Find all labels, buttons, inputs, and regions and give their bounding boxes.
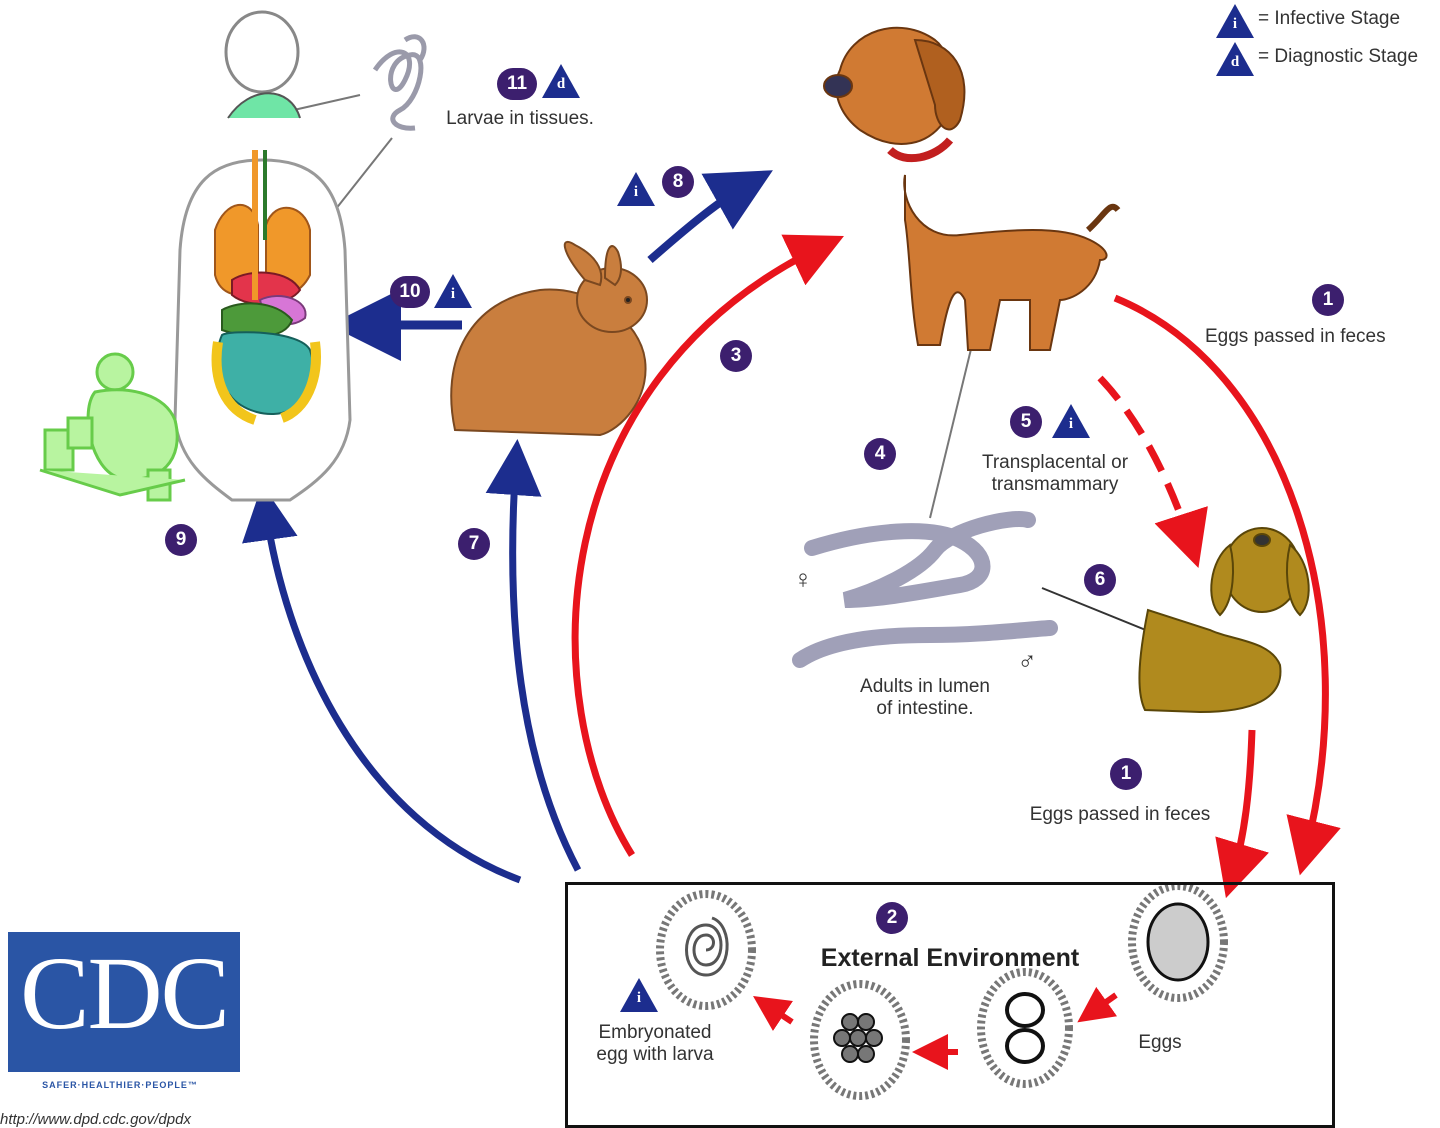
arrow-ingestion-rabbit	[485, 439, 582, 872]
step-4-badge: 4	[864, 438, 896, 470]
arrow-transplacental	[1097, 375, 1208, 568]
rabbit-illustration	[450, 240, 648, 437]
arrow-ingestion-dog	[571, 234, 844, 857]
cdc-tagline: SAFER·HEALTHIER·PEOPLE™	[42, 1080, 198, 1090]
transplacental-label-line2: transmammary	[991, 474, 1119, 495]
legend-diagnostic-icon: d	[1216, 42, 1254, 76]
diagnostic-stage-icon: d	[542, 64, 580, 98]
source-url: http://www.dpd.cdc.gov/dpdx	[0, 1111, 191, 1128]
human-body-illustration	[173, 10, 352, 502]
leader-line-brain	[284, 94, 361, 113]
step-6-badge: 6	[1084, 564, 1116, 596]
arrow-eggs-passed-dog	[1113, 294, 1341, 876]
adult-worms-illustration	[792, 511, 1058, 668]
step-3-badge: 3	[720, 340, 752, 372]
step-1-badge: 1	[1312, 284, 1344, 316]
infective-stage-icon-8: i	[617, 172, 655, 206]
arrow-ingestion-human	[242, 484, 522, 884]
step-8-badge: 8	[662, 166, 694, 198]
embryonated-label-line1: Embryonated	[598, 1022, 712, 1043]
egg-embryonated	[656, 890, 756, 1010]
larva-illustration	[372, 34, 427, 131]
puppy-illustration	[1138, 527, 1310, 714]
cdc-logo: CDC	[8, 932, 240, 1072]
dog-illustration	[823, 26, 1121, 351]
arrow-eggs-passed-puppy	[1215, 729, 1269, 899]
transplacental-label-line1: Transplacental or	[981, 452, 1129, 473]
eggs-label: Eggs	[1138, 1032, 1182, 1053]
larvae-in-tissues-label: Larvae in tissues.	[446, 108, 594, 129]
legend-diagnostic-label: = Diagnostic Stage	[1258, 46, 1419, 67]
eggs-passed-in-feces-label-lower: Eggs passed in feces	[1029, 804, 1211, 825]
step-10-badge: 10	[390, 276, 430, 308]
step-5-badge: 5	[1010, 406, 1042, 438]
infective-stage-icon-5: i	[1052, 404, 1090, 438]
child-playing-illustration	[39, 352, 186, 502]
arrow-rabbit-to-dog	[647, 170, 773, 264]
male-symbol: ♂	[1017, 646, 1037, 676]
embryonated-label-line2: egg with larva	[596, 1044, 714, 1065]
step-11-badge: 11	[497, 68, 537, 100]
eggs-passed-in-feces-label: Eggs passed in feces	[1205, 326, 1386, 347]
step-1-badge-lower: 1	[1110, 758, 1142, 790]
infective-stage-icon-10: i	[434, 274, 472, 308]
legend-infective-icon: i	[1216, 4, 1254, 38]
external-environment-box	[565, 882, 1335, 1128]
arrow-egg-1	[1077, 986, 1118, 1023]
step-9-badge: 9	[165, 524, 197, 556]
legend-infective-label: = Infective Stage	[1258, 8, 1401, 29]
leader-line-dog	[929, 344, 973, 519]
arrow-egg-3	[753, 996, 794, 1031]
female-symbol: ♀	[793, 564, 813, 594]
cdc-logo-text: CDC	[20, 936, 230, 1051]
step-7-badge: 7	[458, 528, 490, 560]
egg-unembryonated	[1128, 882, 1228, 1002]
infective-stage-icon-2: i	[620, 978, 658, 1012]
egg-morula	[810, 980, 910, 1100]
external-environment-title: External Environment	[820, 944, 1080, 972]
adults-label-line1: Adults in lumen	[860, 676, 990, 697]
adults-label-line2: of intestine.	[876, 698, 974, 719]
step-2-badge: 2	[876, 902, 908, 934]
egg-two-cell	[977, 968, 1073, 1088]
